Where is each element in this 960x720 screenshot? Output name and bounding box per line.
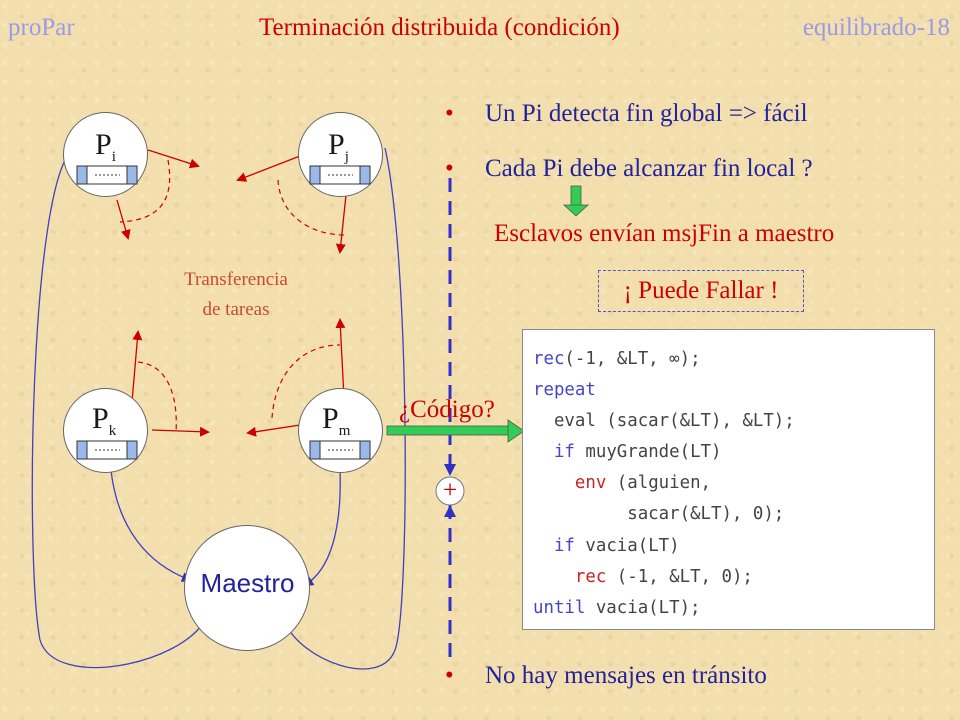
plus-circle [435,476,465,506]
code-line: if muyGrande(LT) [533,437,934,468]
bullet-global-end: •Un Pi detecta fin global => fácil [445,100,808,127]
code-token: (alguien, [606,473,712,494]
link-pm-maestro [303,469,341,587]
slaves-note: Esclavos envían msjFin a maestro [494,220,835,247]
code-token: (-1, &LT, [564,349,670,369]
code-token: ); [679,349,701,369]
bullet-no-messages: •No hay mensajes en tránsito [445,662,767,689]
label-pi: Pi [95,128,116,165]
green-down-arrow-icon [562,185,590,217]
node-maestro [184,525,310,651]
queue-icon-pk [76,440,138,460]
code-token: rec [574,566,607,587]
code-token: sacar(&LT), 0); [533,504,785,525]
course-name: proPar [8,14,75,41]
slide-title: Terminación distribuida (condición) [259,14,620,41]
code-line: if vacia(LT) [533,531,934,562]
slide-id: equilibrado-18 [802,14,950,41]
code-token: if [553,442,575,463]
code-token: rec [533,349,565,369]
transfer-line-2: de tareas [202,299,270,320]
code-question: ¿Código? [399,396,495,423]
plus-sign: + [442,477,458,504]
transfer-line-1: Transferencia [184,269,288,290]
code-token: muyGrande(LT) [574,442,722,463]
code-token [533,567,575,587]
label-pj: Pj [328,128,349,165]
code-line: repeat [533,375,934,406]
code-token [533,536,554,556]
code-line: eval (sacar(&LT), &LT); [533,406,934,437]
code-token: env [574,473,607,494]
queue-icon-pj [309,165,371,185]
label-pm: Pm [322,402,351,439]
bullet-local-end: •Cada Pi debe alcanzar fin local ? [445,155,813,182]
code-token: until [533,597,586,618]
code-line: rec(-1, &LT, ∞); [533,344,934,375]
code-token: vacia(LT); [585,597,701,618]
code-token [533,473,575,493]
green-arrow-icon [386,419,525,443]
code-token [533,442,554,462]
queue-icon-pi [76,165,138,185]
code-block: rec(-1, &LT, ∞);repeat eval (sacar(&LT),… [522,329,935,630]
code-line: rec (-1, &LT, 0); [533,562,934,593]
code-token: eval (sacar(&LT), &LT); [533,411,795,432]
link-pi-maestro [31,149,206,669]
label-pk: Pk [92,402,117,439]
link-pj-maestro [283,147,406,670]
code-token: repeat [533,380,596,401]
link-pk-maestro [109,459,192,582]
queue-icon-pm [309,440,371,460]
code-line: sacar(&LT), 0); [533,499,934,530]
code-token: if [553,535,575,556]
code-token: vacia(LT) [574,535,680,556]
code-token: ∞ [669,349,680,369]
code-token: (-1, &LT, 0); [606,566,753,587]
code-line: until vacia(LT); [533,593,934,624]
may-fail-box: ¡ Puede Fallar ! [598,270,804,312]
label-maestro: Maestro [200,568,295,598]
code-line: env (alguien, [533,468,934,499]
transfer-label: Transferencia de tareas [150,265,322,325]
